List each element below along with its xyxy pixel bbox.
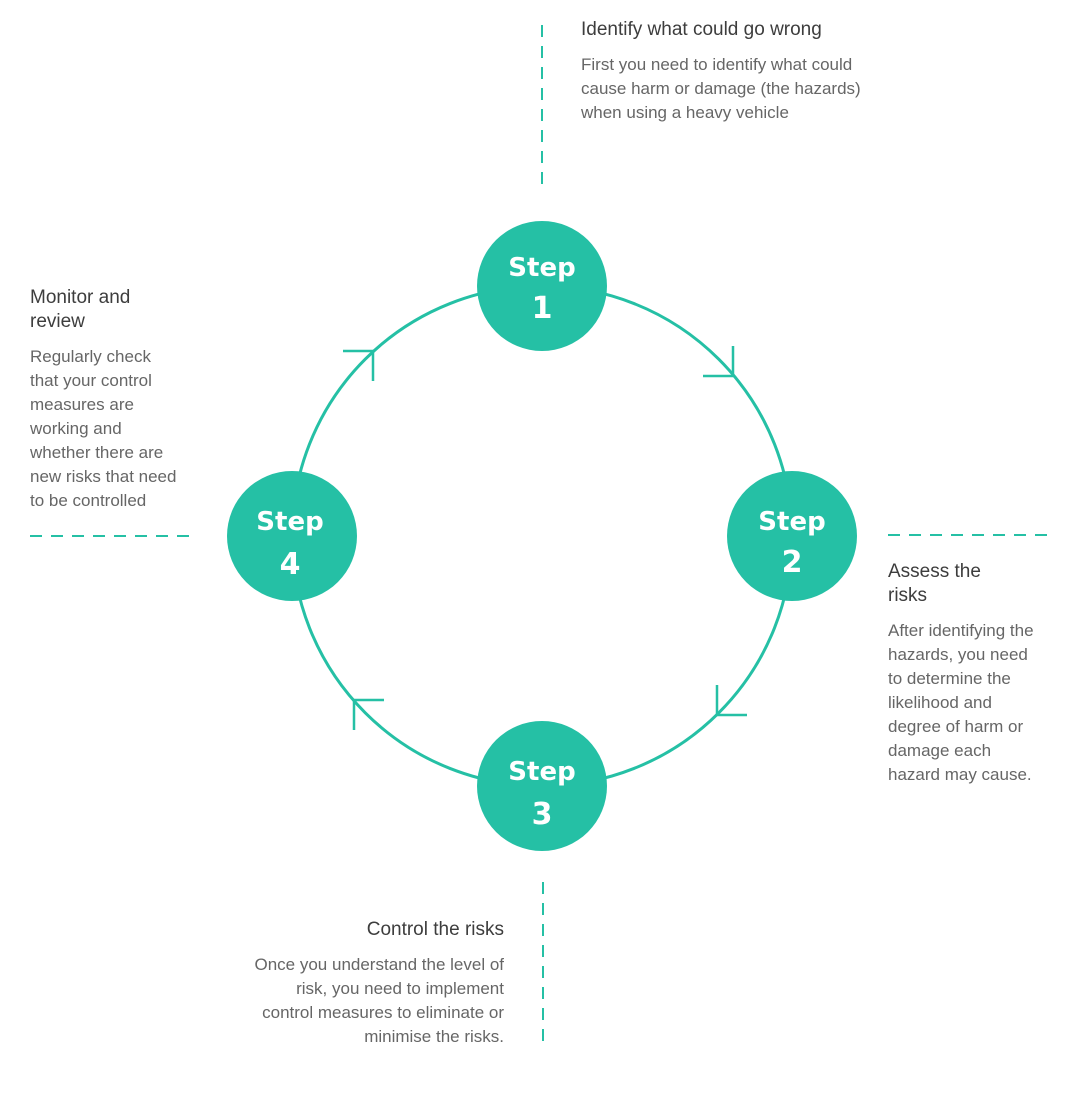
step2-body-line: hazards, you need	[888, 645, 1028, 664]
step4-body-line: Regularly check	[30, 347, 151, 366]
step2-body-line: hazard may cause.	[888, 765, 1032, 784]
step-word-2: Step	[758, 507, 825, 537]
step-node-1: Step 1	[477, 221, 607, 351]
step2-body-line: After identifying the	[888, 621, 1034, 640]
step3-body: Once you understand the level of risk, y…	[226, 953, 505, 1049]
step-node-2: Step 2	[727, 471, 857, 601]
step-number-2: 2	[782, 545, 803, 580]
step2-body-line: likelihood and	[888, 693, 992, 712]
step2-body-line: degree of harm or	[888, 717, 1024, 736]
step3-body-line: control measures to eliminate or	[262, 1003, 504, 1022]
step3-description: Control the risks Once you understand th…	[226, 918, 505, 1049]
step1-body: First you need to identify what could ca…	[581, 53, 891, 125]
step4-body-line: measures are	[30, 395, 134, 414]
step-circle-4	[227, 471, 357, 601]
step-number-3: 3	[532, 797, 553, 832]
step4-heading-line: review	[30, 311, 85, 332]
step2-body-line: to determine the	[888, 669, 1011, 688]
step2-description: Assess the risks After identifying the h…	[888, 560, 1066, 787]
arrow-step3-to-step4	[352, 698, 384, 730]
step3-heading: Control the risks	[366, 919, 504, 940]
step3-body-line: Once you understand the level of	[254, 955, 505, 974]
step2-body: After identifying the hazards, you need …	[888, 619, 1066, 787]
arrow-step4-to-step1	[343, 349, 375, 381]
step-word-4: Step	[256, 507, 323, 537]
step4-heading: Monitor and review	[30, 286, 200, 334]
step2-heading: Assess the risks	[888, 560, 1066, 608]
step4-body: Regularly check that your control measur…	[30, 345, 200, 513]
step2-body-line: damage each	[888, 741, 992, 760]
step-number-4: 4	[280, 547, 301, 582]
step2-heading-line: risks	[888, 585, 928, 606]
step2-heading-line: Assess the	[888, 561, 981, 582]
step1-body-line: First you need to identify what could	[581, 55, 853, 74]
step-word-3: Step	[508, 757, 575, 787]
step1-body-line: cause harm or damage (the hazards)	[581, 79, 861, 98]
step-word-1: Step	[508, 253, 575, 283]
arrow-step1-to-step2	[703, 346, 735, 378]
step4-body-line: to be controlled	[30, 491, 147, 510]
step3-body-line: risk, you need to implement	[296, 979, 504, 998]
step3-body-line: minimise the risks.	[364, 1027, 504, 1046]
step1-body-line: when using a heavy vehicle	[581, 103, 789, 122]
step-number-1: 1	[532, 291, 553, 326]
step-circle-2	[727, 471, 857, 601]
step-node-4: Step 4	[227, 471, 357, 601]
step4-body-line: new risks that need	[30, 467, 177, 486]
step-circle-3	[477, 721, 607, 851]
step4-body-line: whether there are	[30, 443, 164, 462]
step-node-3: Step 3	[477, 721, 607, 851]
step1-description: Identify what could go wrong First you n…	[581, 18, 891, 125]
step4-heading-line: Monitor and	[30, 287, 131, 308]
arrow-step2-to-step3	[715, 685, 747, 717]
step4-description: Monitor and review Regularly check that …	[30, 286, 200, 513]
step-circle-1	[477, 221, 607, 351]
step1-heading: Identify what could go wrong	[581, 19, 822, 40]
step4-body-line: that your control	[30, 371, 152, 390]
step4-body-line: working and	[30, 419, 122, 438]
